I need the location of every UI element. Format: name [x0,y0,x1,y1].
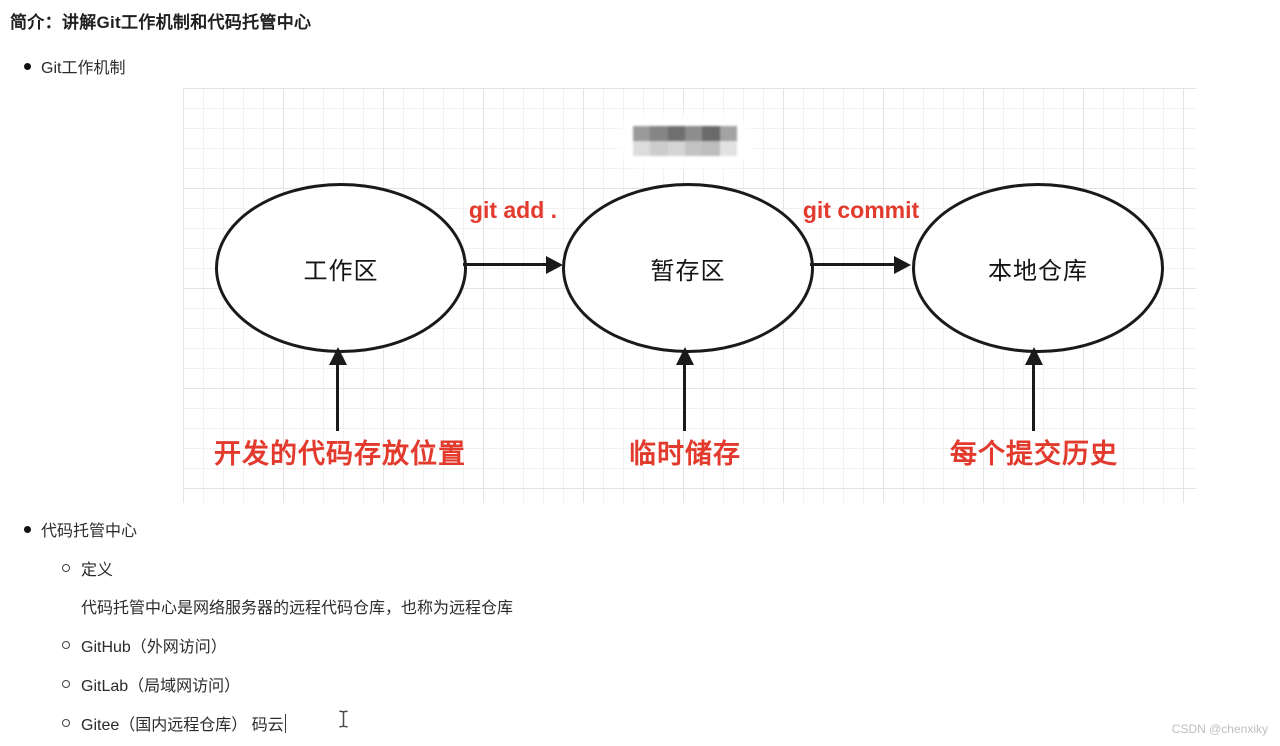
sub-bullet-label: Gitee（国内远程仓库） 码云 [81,717,284,734]
sub-bullet-gitlab[interactable]: GitLab（局域网访问） [62,672,240,696]
ibeam-cursor-icon [338,710,349,733]
censored-watermark-blob [625,121,745,161]
csdn-watermark: CSDN @chenxiky [1171,722,1268,736]
node-label: 本地仓库 [988,257,1088,285]
sub-bullet-label: 定义 [81,562,114,579]
bullet-dot-icon [24,525,31,533]
arrow-head-up-icon [329,347,347,365]
arrow-head-up-icon [676,347,694,365]
node-staging-area: 暂存区 [562,183,814,353]
text-caret [284,713,287,733]
caption-staging-area: 临时储存 [629,439,741,469]
bullet-label: Git工作机制 [41,60,126,77]
node-working-area: 工作区 [215,183,467,353]
arrow-shaft [1032,364,1035,431]
edge-label-git-commit: git commit [802,197,920,223]
bullet-item-hosting-center[interactable]: 代码托管中心 [24,517,137,541]
git-workflow-diagram: 工作区 暂存区 本地仓库 git add . git commit 开发的代码存… [183,88,1196,503]
arrow-head-right-icon [894,256,911,274]
arrow-shaft [336,364,339,431]
node-local-repo: 本地仓库 [912,183,1164,353]
bullet-item-git-mechanism[interactable]: Git工作机制 [24,54,125,78]
bullet-dot-icon [24,62,31,70]
arrow-head-right-icon [546,256,563,274]
hollow-bullet-icon [62,680,70,688]
hollow-bullet-icon [62,719,70,727]
arrow-shaft [463,263,548,266]
caption-local-repo: 每个提交历史 [950,439,1118,469]
arrow-shaft [683,364,686,431]
edge-label-git-add: git add . [468,197,558,223]
bullet-label: 代码托管中心 [41,523,138,540]
sub-bullet-gitee[interactable]: Gitee（国内远程仓库） 码云 [62,711,287,735]
sub-bullet-definition[interactable]: 定义 [62,556,113,580]
node-label: 工作区 [303,257,379,285]
caption-working-area: 开发的代码存放位置 [214,439,466,469]
hollow-bullet-icon [62,641,70,649]
sub-bullet-label: GitLab（局域网访问） [81,678,241,695]
hollow-bullet-icon [62,564,70,572]
sub-bullet-label: GitHub（外网访问） [81,639,227,656]
arrow-shaft [810,263,896,266]
definition-paragraph[interactable]: 代码托管中心是网络服务器的远程代码仓库，也称为远程仓库 [81,600,514,617]
arrow-head-up-icon [1025,347,1043,365]
sub-bullet-github[interactable]: GitHub（外网访问） [62,633,227,657]
page-title[interactable]: 简介：讲解Git工作机制和代码托管中心 [10,13,312,32]
node-label: 暂存区 [650,257,726,285]
